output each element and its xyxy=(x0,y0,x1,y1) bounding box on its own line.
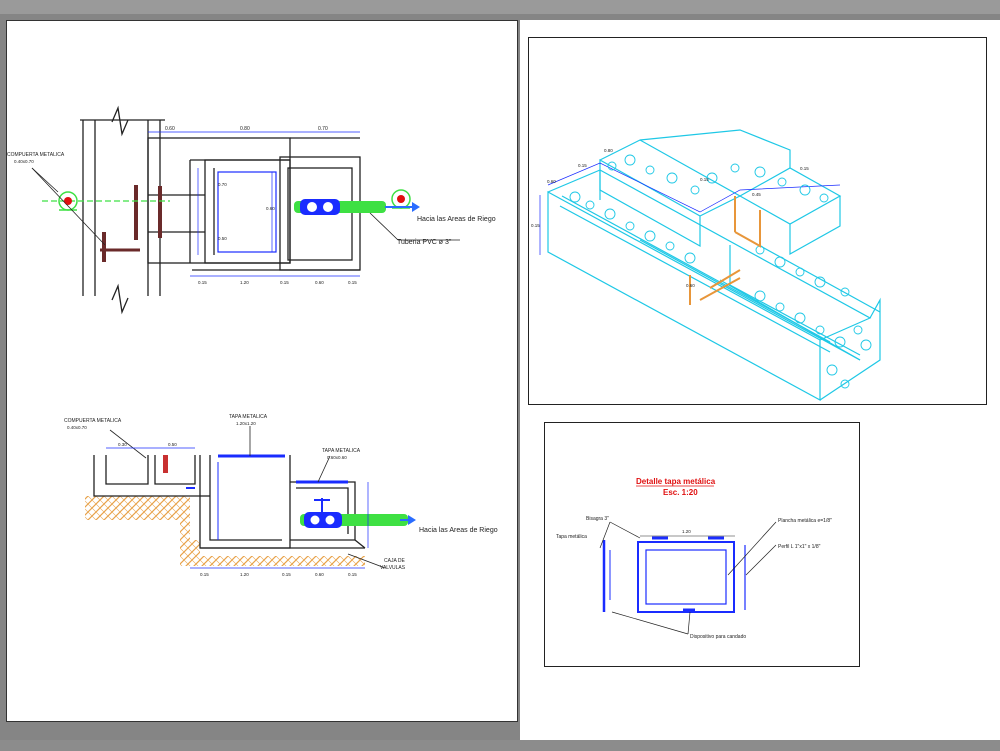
plan-marker-a-right: A xyxy=(398,197,403,204)
plan-dim-side-2: 0.60 xyxy=(266,206,275,211)
section-gate xyxy=(163,455,168,473)
plan-dim-bottom-1: 1.20 xyxy=(240,280,249,285)
plan-dim-bottom-2: 0.15 xyxy=(280,280,289,285)
section-marker-left xyxy=(58,191,78,211)
detail-title: Detalle tapa metálica xyxy=(636,477,716,486)
section-cover-label-1: TAPA METALICA xyxy=(229,414,268,420)
iso-dim-6: 0.15 xyxy=(800,166,809,171)
section-dim-top-0: 0.30 xyxy=(118,442,127,447)
section-valve-cover-label-1: TAPA METALICA xyxy=(322,448,361,454)
plan-basin xyxy=(217,171,277,253)
section-flow-label: Hacia las Areas de Riego xyxy=(419,527,498,534)
section-valve-box-label-1: CAJA DE xyxy=(384,558,406,564)
isometric-stones xyxy=(569,154,872,389)
top-bar xyxy=(0,0,1000,14)
plan-valve-icon xyxy=(300,199,340,215)
bottom-bar xyxy=(0,740,1000,751)
section-valve-cover-label-2: 0.60x0.60 xyxy=(327,455,347,460)
detail-leaders xyxy=(599,521,777,635)
isometric-frame xyxy=(528,37,987,405)
plan-dim-bottom-3: 0.60 xyxy=(315,280,324,285)
section-valve-box-label-2: VALVULAS xyxy=(380,565,406,571)
plan-gate-label-1: COMPUERTA METALICA xyxy=(7,152,65,158)
detail-lock-label: Dispositivo para candado xyxy=(690,634,746,640)
plan-dim-top-1: 0.80 xyxy=(240,126,250,132)
plan-flow-label: Hacia las Areas de Riego xyxy=(417,216,496,223)
plan-dim-side-0: 0.70 xyxy=(218,182,227,187)
isometric-view xyxy=(539,129,881,402)
iso-dim-0: 0.15 xyxy=(531,223,540,228)
plan-gate-label-2: 0.40x0.70 xyxy=(14,159,34,164)
drawing-sheet-left xyxy=(6,20,518,722)
plan-pipe-label: Tuberia PVC ø 3" xyxy=(397,239,452,246)
plan-flow-arrowhead xyxy=(412,202,420,212)
plan-marker-a-left: A xyxy=(65,199,70,206)
section-dim-bottom-1: 1.20 xyxy=(240,572,249,577)
iso-dim-4: 0.15 xyxy=(700,177,709,182)
detail-plate-inner xyxy=(645,549,727,605)
iso-dim-3: 0.80 xyxy=(604,148,613,153)
isometric-gates xyxy=(689,196,761,305)
plan-dim-bottom-0: 0.15 xyxy=(198,280,207,285)
section-dim-top-1: 0.50 xyxy=(168,442,177,447)
detail-angle-label: Perfil L 1"x1" x 1/8" xyxy=(778,544,821,550)
section-dim-bottom-3: 0.60 xyxy=(315,572,324,577)
plan-dim-side-1: 0.50 xyxy=(218,236,227,241)
section-dim-bottom-2: 0.15 xyxy=(282,572,291,577)
section-dim-bottom-0: 0.15 xyxy=(200,572,209,577)
section-dim-bottom-4: 0.15 xyxy=(348,572,357,577)
detail-cover-label: Tapa metálica xyxy=(556,534,587,540)
section-flow-arrowhead xyxy=(408,515,416,525)
detail-frame xyxy=(544,422,860,667)
section-view: COMPUERTA METALICA 0.40x0.70 TAPA METALI… xyxy=(64,414,498,577)
detail-hinge-label: Bisagra 3" xyxy=(586,516,609,522)
plan-view: COMPUERTA METALICA 0.40x0.70 A A Hacia l… xyxy=(7,105,496,315)
section-valve-icon xyxy=(304,498,342,528)
detail-plate-label: Plancha metálica e=1/8" xyxy=(778,518,832,524)
iso-dim-5: 0.45 xyxy=(752,192,761,197)
plan-dim-top-2: 0.70 xyxy=(318,126,328,132)
section-ground xyxy=(85,496,365,566)
plan-channel xyxy=(80,105,361,315)
detail-dim-width: 1.20 xyxy=(682,529,691,534)
detail-plate xyxy=(637,541,735,613)
detail-scale: Esc. 1:20 xyxy=(663,488,698,497)
detail-view: Detalle tapa metálica Esc. 1:20 Bisagra … xyxy=(556,477,832,640)
section-gate-label-1: COMPUERTA METALICA xyxy=(64,418,122,424)
iso-dim-2: 0.15 xyxy=(578,163,587,168)
plan-dimensions xyxy=(148,131,360,277)
plan-pipe-leader xyxy=(369,212,399,241)
plan-gate-leader-2 xyxy=(31,167,106,246)
section-gate-label-2: 0.40x0.70 xyxy=(67,425,87,430)
plan-dim-top-0: 0.60 xyxy=(165,126,175,132)
section-leaders xyxy=(109,426,386,569)
section-cover-label-2: 1.20x1.20 xyxy=(236,421,256,426)
iso-dim-7: 0.60 xyxy=(686,283,695,288)
section-walls xyxy=(93,455,366,549)
section-dimensions xyxy=(106,447,369,569)
plan-dim-bottom-4: 0.15 xyxy=(348,280,357,285)
iso-dim-1: 0.60 xyxy=(547,179,556,184)
